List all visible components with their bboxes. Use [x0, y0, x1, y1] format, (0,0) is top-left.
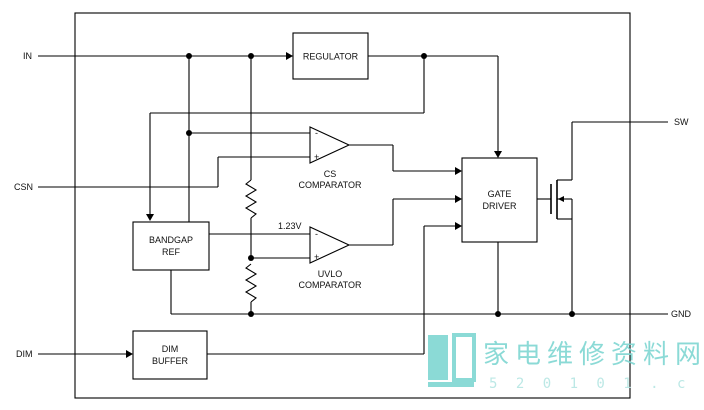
- regulator-label: REGULATOR: [303, 52, 359, 62]
- ic-boundary: [74, 12, 631, 399]
- regulator-block: REGULATOR: [292, 32, 369, 80]
- reference-voltage-label: 1.23V: [278, 221, 302, 231]
- watermark-logo-icon: [428, 333, 476, 387]
- mosfet-icon: [550, 179, 573, 220]
- bandgap-ref-label-2: REF: [162, 247, 181, 257]
- dim-buffer-label-2: BUFFER: [152, 356, 189, 366]
- gate-driver-block: GATE DRIVER: [461, 157, 538, 243]
- pin-csn-label: CSN: [14, 182, 33, 192]
- uvlo-comparator-label-1: UVLO: [318, 269, 343, 279]
- wires: [38, 52, 668, 358]
- cs-comparator-label-2: COMPARATOR: [298, 180, 362, 190]
- cs-minus-sign: -: [315, 128, 318, 138]
- uvlo-plus-sign: +: [314, 252, 319, 262]
- resistor-top: [244, 179, 258, 219]
- dim-buffer-label-1: DIM: [162, 344, 179, 354]
- cs-plus-sign: +: [314, 152, 319, 162]
- pin-sw-label: SW: [674, 117, 689, 127]
- uvlo-minus-sign: -: [315, 229, 318, 239]
- uvlo-comparator: - + UVLO COMPARATOR: [298, 226, 362, 290]
- junction-dots: [186, 53, 575, 317]
- bandgap-ref-label-1: BANDGAP: [149, 235, 193, 245]
- resistor-bottom: [244, 263, 258, 303]
- pin-in-label: IN: [23, 51, 32, 61]
- cs-comparator-label-1: CS: [324, 169, 337, 179]
- pin-gnd-label: GND: [671, 309, 692, 319]
- watermark-url: 5 2 0 1 0 1 . c o m: [489, 376, 704, 392]
- uvlo-comparator-label-2: COMPARATOR: [298, 280, 362, 290]
- watermark: 家电维修资料网 5 2 0 1 0 1 . c o m: [428, 333, 704, 392]
- watermark-text: 家电维修资料网: [483, 340, 704, 370]
- cs-comparator: - + CS COMPARATOR: [298, 126, 362, 190]
- bandgap-ref-block: BANDGAP REF: [132, 221, 210, 271]
- dim-buffer-block: DIM BUFFER: [132, 330, 208, 380]
- gate-driver-label-1: GATE: [488, 189, 512, 199]
- gate-driver-label-2: DRIVER: [482, 201, 517, 211]
- pin-dim-label: DIM: [16, 349, 33, 359]
